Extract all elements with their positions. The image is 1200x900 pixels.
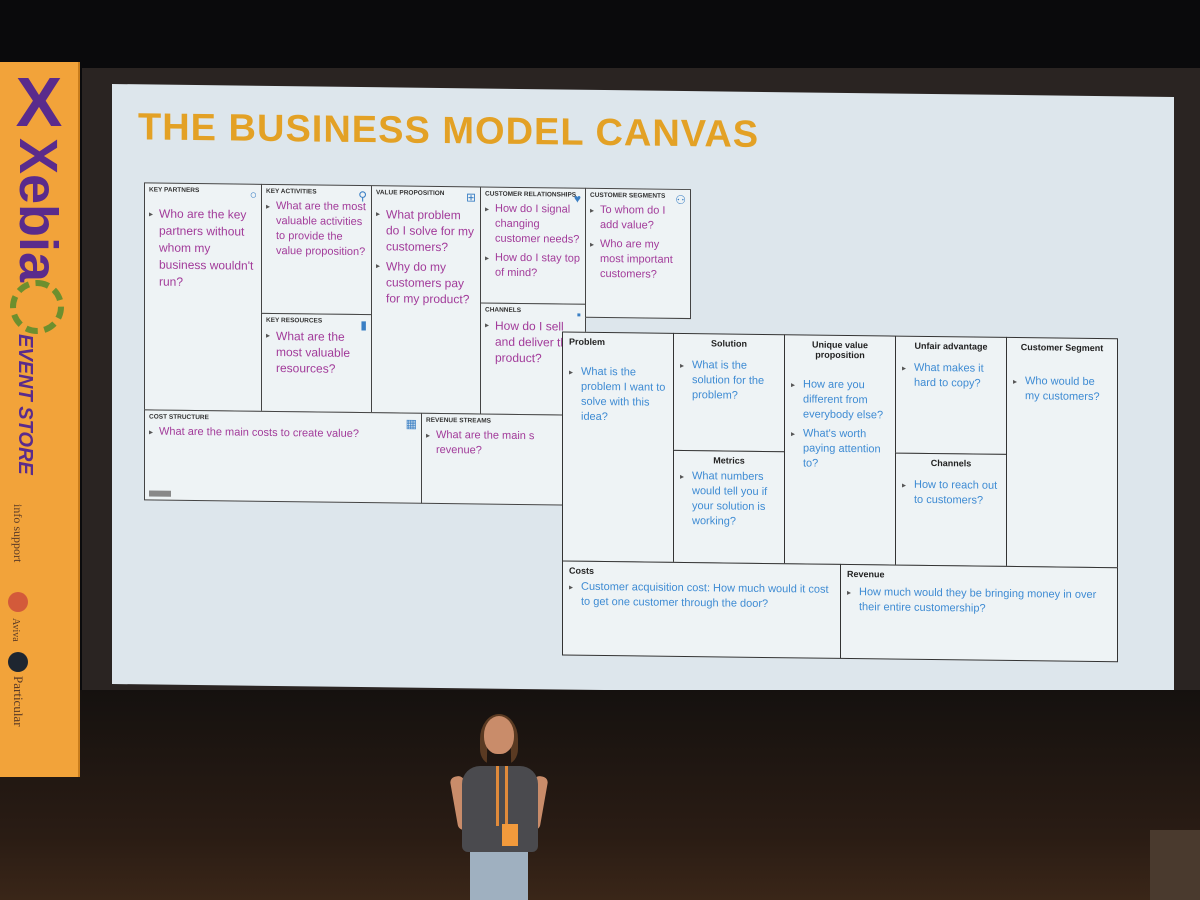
cc-license-badge: [149, 490, 171, 496]
lean-revenue-question: How much would they be bringing money in…: [847, 585, 1111, 618]
customer-segments-question-2: Who are my most important customers?: [590, 237, 686, 283]
speaker: [452, 716, 544, 900]
sponsor-particular: Particular: [10, 676, 26, 727]
channels-heading: Channels: [485, 307, 581, 315]
xebia-wordmark: Xebia: [8, 138, 68, 282]
key-partners-cell: Key Partners ○ Who are the key partners …: [144, 182, 262, 411]
customer-segments-heading: Customer Segments: [590, 192, 686, 200]
lean-revenue-heading: Revenue: [847, 569, 1111, 582]
value-proposition-cell: Value Proposition ⊞ What problem do I so…: [371, 185, 481, 414]
costs-question: Customer acquisition cost: How much woul…: [569, 580, 834, 613]
unfair-advantage-cell: Unfair advantage What makes it hard to c…: [895, 336, 1007, 455]
costs-heading: Costs: [569, 566, 834, 579]
revenue-streams-question: What are the main s revenue?: [426, 428, 546, 459]
calculator-icon: ▦: [406, 417, 417, 431]
value-proposition-question-1: What problem do I solve for my customers…: [376, 206, 476, 255]
customer-relationships-cell: Customer Relationships ♥ How do I signal…: [480, 186, 586, 304]
problem-cell: Problem What is the problem I want to so…: [562, 331, 674, 562]
key-resources-question: What are the most valuable resources?: [266, 328, 367, 377]
particular-logo-icon: [8, 652, 28, 672]
customer-segments-cell: Customer Segments ⚇ To whom do I add val…: [585, 188, 691, 319]
cost-structure-heading: Cost Structure: [149, 413, 417, 423]
key-activities-question: What are the most valuable activities to…: [266, 199, 367, 260]
costs-cell: Costs Customer acquisition cost: How muc…: [562, 560, 841, 658]
key-partners-heading: Key Partners: [149, 186, 257, 194]
xebia-logo: X: [2, 66, 76, 138]
projection-screen: THE BUSINESS MODEL CANVAS Key Partners ○…: [112, 84, 1174, 697]
customer-segment-heading: Customer Segment: [1013, 342, 1111, 353]
customer-segment-cell: Customer Segment Who would be my custome…: [1006, 337, 1118, 568]
metrics-question: What numbers would tell you if your solu…: [680, 469, 778, 530]
uvp-question-2: What's worth paying attention to?: [791, 426, 889, 472]
lean-canvas: Problem What is the problem I want to so…: [562, 331, 1118, 662]
problem-question: What is the problem I want to solve with…: [569, 365, 667, 426]
slide-title: THE BUSINESS MODEL CANVAS: [138, 106, 759, 157]
sponsor-aviva: Aviva: [10, 618, 21, 642]
lean-channels-question: How to reach out to customers?: [902, 478, 1000, 509]
unfair-advantage-question: What makes it hard to copy?: [902, 361, 1000, 392]
lean-channels-cell: Channels How to reach out to customers?: [895, 453, 1007, 567]
solution-heading: Solution: [680, 338, 778, 349]
uvp-heading: Unique value proposition: [791, 339, 889, 360]
stage-floor: [0, 690, 1200, 900]
customer-segments-question-1: To whom do I add value?: [590, 203, 686, 234]
metrics-cell: Metrics What numbers would tell you if y…: [673, 450, 785, 564]
uvp-question-1: How are you different from everybody els…: [791, 377, 889, 423]
cost-structure-cell: Cost Structure ▦ What are the main costs…: [144, 409, 422, 503]
value-proposition-question-2: Why do my customers pay for my product?: [376, 258, 476, 307]
speaker-jeans: [470, 852, 528, 900]
speaker-badge: [502, 824, 518, 846]
value-proposition-heading: Value Proposition: [376, 189, 476, 197]
unfair-advantage-heading: Unfair advantage: [902, 341, 1000, 352]
event-store-wordmark: EVENT STORE: [14, 334, 36, 475]
aviva-logo-icon: [8, 592, 28, 612]
gift-icon: ⊞: [466, 190, 476, 204]
sponsor-info-support: info support: [10, 504, 25, 562]
ring-icon: ○: [250, 188, 257, 202]
stage-box: [1150, 830, 1200, 900]
problem-heading: Problem: [569, 337, 667, 348]
solution-question: What is the solution for the problem?: [680, 358, 778, 404]
customer-relationships-question-2: How do I stay top of mind?: [485, 251, 581, 282]
key-activities-heading: Key Activities: [266, 188, 367, 196]
customer-relationships-heading: Customer Relationships: [485, 191, 581, 199]
sponsor-banner: X Xebia EVENT STORE info support Aviva P…: [0, 62, 80, 777]
speaker-lanyard: [496, 766, 508, 826]
uvp-cell: Unique value proposition How are you dif…: [784, 334, 896, 565]
key-resources-heading: Key Resources: [266, 317, 367, 325]
key-activities-cell: Key Activities ⚲ What are the most valua…: [261, 184, 372, 315]
event-store-logo-icon: [10, 280, 64, 334]
lean-channels-heading: Channels: [902, 458, 1000, 469]
metrics-heading: Metrics: [680, 455, 778, 466]
customer-segment-question: Who would be my customers?: [1013, 374, 1111, 405]
speaker-head: [484, 716, 514, 754]
solution-cell: Solution What is the solution for the pr…: [673, 333, 785, 452]
cost-structure-question: What are the main costs to create value?: [149, 424, 369, 442]
key-partners-question: Who are the key partners without whom my…: [149, 205, 257, 291]
customer-relationships-question-1: How do I signal changing customer needs?: [485, 202, 581, 248]
lean-revenue-cell: Revenue How much would they be bringing …: [840, 564, 1118, 662]
key-resources-cell: Key Resources ▮ What are the most valuab…: [261, 313, 372, 413]
